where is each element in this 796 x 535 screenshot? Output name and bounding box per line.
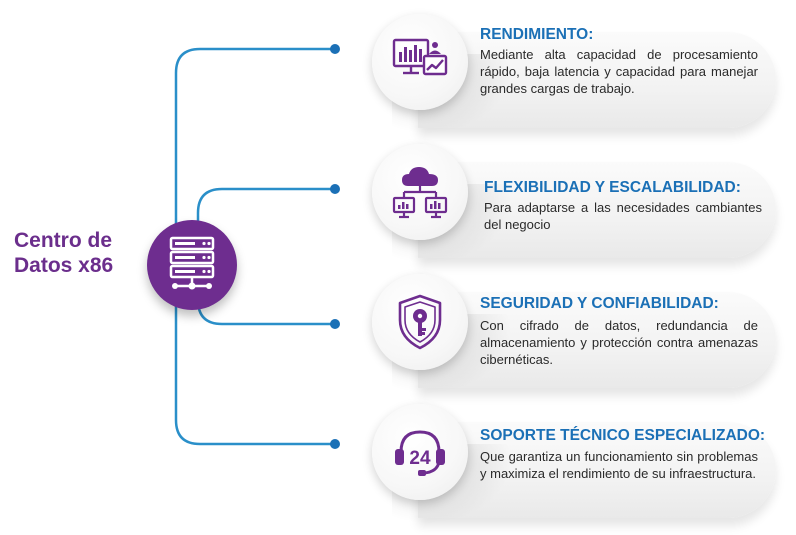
card-bar bbox=[418, 32, 776, 128]
benefit-card-flexibilidad: FLEXIBILIDAD Y ESCALABILIDAD: Para adapt… bbox=[362, 144, 776, 264]
card-title: SEGURIDAD Y CONFIABILIDAD: bbox=[480, 295, 719, 312]
card-bar bbox=[418, 422, 776, 518]
cloud-network-icon bbox=[392, 167, 448, 219]
card-title: SOPORTE TÉCNICO ESPECIALIZADO: bbox=[480, 427, 766, 444]
card-description: Con cifrado de datos, redundancia de alm… bbox=[480, 318, 758, 367]
connector-dot-4 bbox=[330, 439, 340, 449]
hub-circle bbox=[147, 220, 237, 310]
hub-label: Centro de Datos x86 bbox=[14, 228, 144, 278]
hub-label-line1: Centro de bbox=[14, 229, 113, 252]
card-description: Mediante alta capacidad de procesamiento… bbox=[480, 47, 758, 96]
card-description: Para adaptarse a las necesidades cambian… bbox=[484, 200, 762, 232]
card-bar bbox=[418, 162, 776, 258]
connector-dot-1 bbox=[330, 44, 340, 54]
card-bar bbox=[418, 292, 776, 388]
shield-key-icon bbox=[398, 294, 442, 350]
svg-text:24: 24 bbox=[409, 448, 431, 469]
card-icon-circle bbox=[372, 14, 468, 110]
benefit-card-rendimiento: RENDIMIENTO: Mediante alta capacidad de … bbox=[362, 14, 776, 134]
card-icon-circle bbox=[372, 144, 468, 240]
server-rack-icon bbox=[169, 236, 215, 290]
connector-dot-3 bbox=[330, 319, 340, 329]
card-icon-circle bbox=[372, 274, 468, 370]
card-title: FLEXIBILIDAD Y ESCALABILIDAD: bbox=[484, 179, 741, 196]
performance-monitor-icon bbox=[392, 38, 448, 76]
support-24-headset-icon: 24 bbox=[395, 430, 445, 476]
card-title: RENDIMIENTO: bbox=[480, 26, 594, 43]
benefit-card-soporte: 24 SOPORTE TÉCNICO ESPECIALIZADO: Que ga… bbox=[362, 404, 776, 524]
hub-label-line2: Datos x86 bbox=[14, 254, 114, 277]
benefit-card-seguridad: SEGURIDAD Y CONFIABILIDAD: Con cifrado d… bbox=[362, 274, 776, 394]
card-description: Que garantiza un funcionamiento sin prob… bbox=[480, 449, 758, 481]
card-icon-circle: 24 bbox=[372, 404, 468, 500]
connector-dot-2 bbox=[330, 184, 340, 194]
